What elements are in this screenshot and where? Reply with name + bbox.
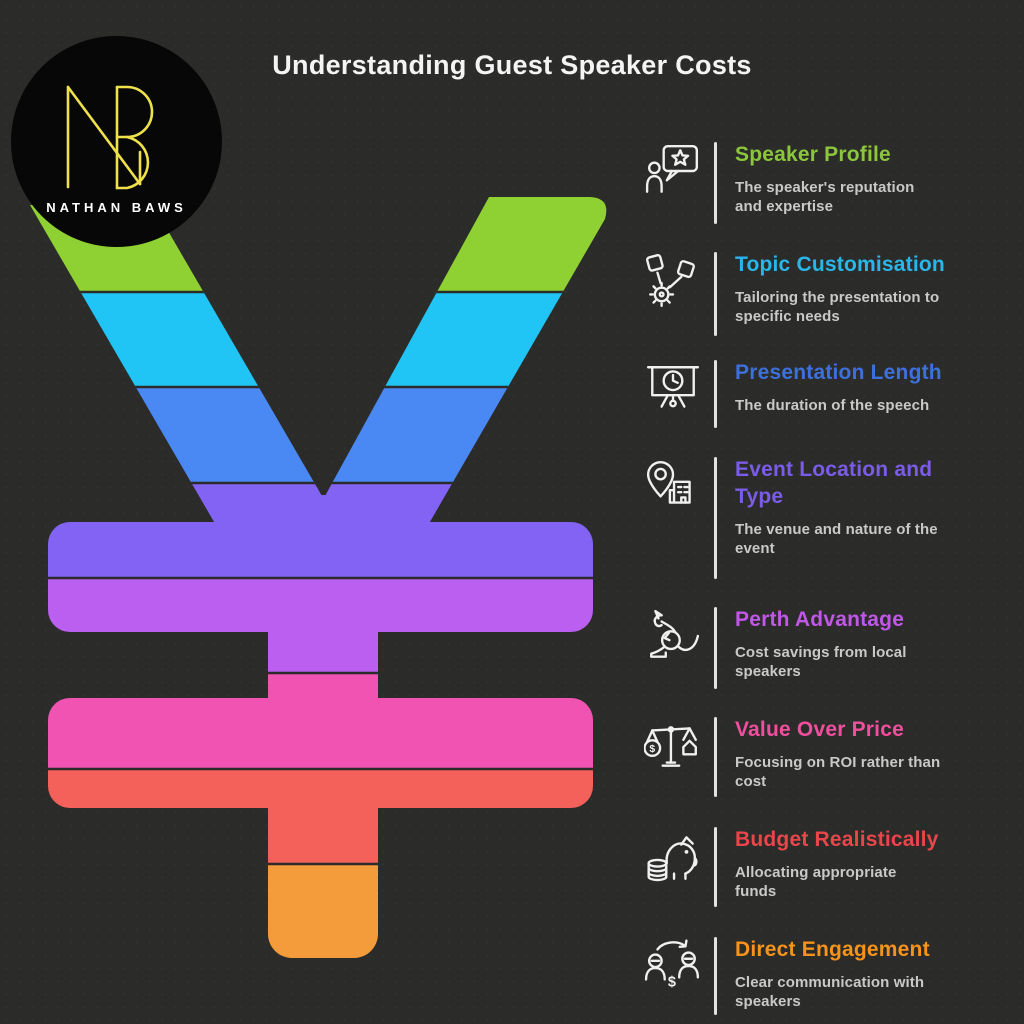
item-description: The venue and nature of the event — [735, 521, 938, 557]
piggy-bank-icon — [644, 825, 710, 887]
item-description: The duration of the speech — [735, 397, 930, 414]
item-title: Speaker Profile — [735, 143, 891, 166]
divider — [714, 607, 717, 689]
balance-scale-icon: $ — [644, 715, 710, 777]
list-item: Budget Realistically Allocating appropri… — [644, 825, 939, 907]
speaker-profile-icon — [644, 140, 710, 202]
list-item: Event Location and Type The venue and na… — [644, 455, 938, 579]
nb-monogram-icon — [66, 85, 154, 190]
divider — [714, 827, 717, 907]
svg-text:$: $ — [668, 975, 676, 991]
item-title: Budget Realistically — [735, 828, 939, 851]
direct-engagement-icon: $ — [644, 935, 710, 997]
divider — [714, 252, 717, 336]
item-description: The speaker's reputation and expertise — [735, 179, 915, 215]
page-title: Understanding Guest Speaker Costs — [272, 50, 752, 80]
item-title: Direct Engagement — [735, 938, 930, 961]
item-title: Presentation Length — [735, 361, 942, 384]
item-title: Event Location and Type — [735, 458, 933, 508]
list-item: Perth Advantage Cost savings from local … — [644, 605, 907, 689]
divider — [714, 457, 717, 579]
divider — [714, 717, 717, 797]
list-item: Presentation Length The duration of the … — [644, 358, 942, 428]
yen-color-bands — [30, 197, 607, 958]
divider — [714, 937, 717, 1015]
item-description: Cost savings from local speakers — [735, 644, 907, 680]
item-title: Topic Customisation — [735, 253, 945, 276]
item-description: Clear communication with speakers — [735, 974, 925, 1010]
item-title: Perth Advantage — [735, 608, 905, 631]
list-item: $ Direct Engagement Clear communication … — [644, 935, 930, 1015]
item-description: Tailoring the presentation to specific n… — [735, 289, 940, 325]
kangaroo-icon — [644, 605, 710, 667]
item-description: Focusing on ROI rather than cost — [735, 754, 941, 790]
divider — [714, 142, 717, 224]
event-location-icon — [644, 455, 710, 517]
list-item: Topic Customisation Tailoring the presen… — [644, 250, 945, 336]
logo-name: NATHAN BAWS — [46, 200, 187, 215]
presentation-length-icon — [644, 358, 710, 420]
topic-customisation-icon — [644, 250, 710, 312]
list-item: Speaker Profile The speaker's reputation… — [644, 140, 914, 224]
list-item: $ Value Over Price Focusing on ROI rathe… — [644, 715, 940, 797]
svg-text:$: $ — [649, 744, 655, 755]
item-description: Allocating appropriate funds — [735, 864, 897, 900]
item-title: Value Over Price — [735, 718, 904, 741]
nathan-baws-logo: NATHAN BAWS — [11, 36, 222, 247]
divider — [714, 360, 717, 428]
